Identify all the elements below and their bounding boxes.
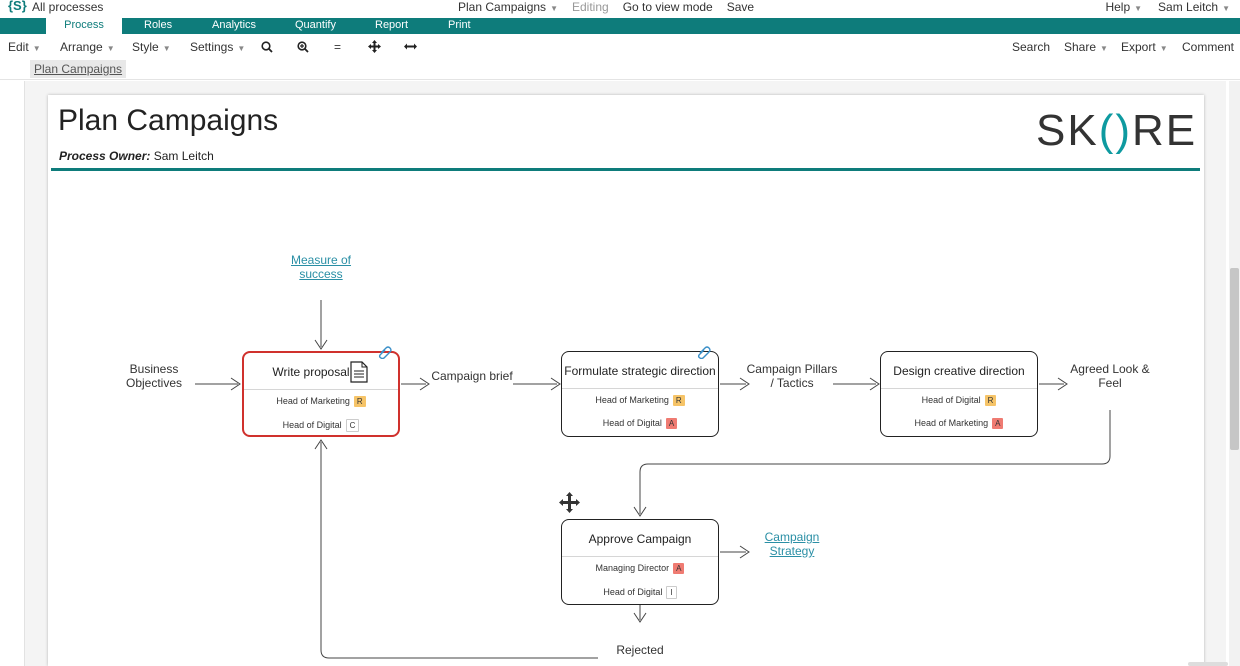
export-menu[interactable]: Export▼ [1121, 40, 1168, 54]
user-area: Help▼ Sam Leitch▼ [1105, 0, 1230, 14]
breadcrumb-bar: Plan Campaigns [0, 58, 1240, 80]
chevron-down-icon: ▼ [1159, 44, 1168, 53]
editor-toolbar: Edit▼ Arrange▼ Style▼ Settings▼ = Search… [0, 34, 1240, 58]
output-campaign-pillars[interactable]: Campaign Pillars/ Tactics [746, 362, 838, 390]
share-menu[interactable]: Share▼ [1064, 40, 1108, 54]
output-rejected[interactable]: Rejected [616, 643, 664, 657]
tab-process[interactable]: Process [46, 18, 122, 34]
divider [562, 556, 718, 557]
fit-width-icon[interactable] [404, 41, 417, 52]
user-menu[interactable]: Sam Leitch▼ [1158, 0, 1230, 14]
tab-roles[interactable]: Roles [144, 19, 173, 31]
tab-print[interactable]: Print [448, 19, 471, 31]
editing-status: Editing [571, 0, 609, 14]
help-menu[interactable]: Help▼ [1105, 0, 1143, 14]
raci-badge: R [672, 395, 685, 406]
search-button[interactable]: Search [1012, 40, 1051, 54]
chevron-down-icon: ▼ [32, 44, 41, 53]
arrange-menu[interactable]: Arrange▼ [60, 40, 115, 54]
output-campaign-brief[interactable]: Campaign brief [431, 369, 513, 383]
process-header: Plan Campaigns▼ Editing Go to view mode … [458, 0, 754, 14]
view-mode-button[interactable]: Go to view mode [622, 0, 713, 14]
raci-badge: A [992, 418, 1004, 429]
raci-badge: A [665, 418, 678, 429]
zoom-in-icon[interactable] [297, 41, 309, 53]
comment-button[interactable]: Comment [1182, 40, 1235, 54]
divider [562, 388, 718, 389]
process-title: Design creative direction [893, 364, 1025, 378]
panel-handle[interactable] [1188, 662, 1228, 666]
breadcrumb[interactable]: Plan Campaigns [30, 60, 127, 78]
process-design-creative-direction[interactable]: Design creative direction Head of Digita… [880, 351, 1038, 437]
actual-size-button[interactable]: = [334, 40, 342, 54]
raci-badge: A [673, 563, 685, 574]
style-menu[interactable]: Style▼ [132, 40, 171, 54]
save-button[interactable]: Save [726, 0, 755, 14]
process-title: Write proposal [272, 365, 350, 379]
chevron-down-icon: ▼ [550, 4, 558, 13]
tab-report[interactable]: Report [375, 19, 409, 31]
attachment-icon[interactable] [697, 345, 711, 359]
settings-menu[interactable]: Settings▼ [190, 40, 246, 54]
divider [244, 389, 398, 390]
raci-badge: R [353, 396, 366, 407]
attachment-icon[interactable] [378, 345, 392, 359]
header-divider [51, 168, 1200, 171]
move-icon[interactable] [559, 492, 580, 513]
page-title: Plan Campaigns [58, 104, 279, 137]
chevron-down-icon: ▼ [1222, 4, 1230, 13]
main-tabs: Process Roles Analytics Quantify Report … [0, 18, 1240, 34]
process-formulate-strategic-direction[interactable]: Formulate strategic direction Head of Ma… [561, 351, 719, 437]
raci-badge: C [345, 419, 360, 432]
chevron-down-icon: ▼ [106, 44, 115, 53]
output-agreed-look-feel[interactable]: Agreed Look &Feel [1070, 362, 1150, 390]
app-logo[interactable]: {S} [8, 0, 27, 13]
raci-badge: I [666, 586, 677, 599]
scrollbar-thumb[interactable] [1230, 268, 1239, 450]
brand-logo: SK()RE [1036, 106, 1198, 155]
process-name-dropdown[interactable]: Plan Campaigns▼ [458, 0, 558, 14]
chevron-down-icon: ▼ [237, 44, 246, 53]
tab-quantify[interactable]: Quantify [295, 19, 336, 31]
chevron-down-icon: ▼ [162, 44, 171, 53]
all-processes-link[interactable]: All processes [32, 0, 104, 14]
tab-analytics[interactable]: Analytics [212, 19, 257, 31]
raci-badge: R [984, 395, 997, 406]
edit-menu[interactable]: Edit▼ [8, 40, 41, 54]
process-title: Formulate strategic direction [564, 364, 716, 378]
chevron-down-icon: ▼ [1134, 4, 1143, 13]
process-title: Approve Campaign [588, 532, 692, 546]
divider [881, 388, 1037, 389]
top-bar: {S} All processes Plan Campaigns▼ Editin… [0, 0, 1240, 18]
process-owner: Process Owner: Sam Leitch [59, 149, 214, 163]
fit-page-icon[interactable] [368, 40, 381, 53]
chevron-down-icon: ▼ [1100, 44, 1108, 53]
zoom-out-icon[interactable] [261, 41, 273, 53]
document-icon[interactable] [350, 361, 368, 383]
